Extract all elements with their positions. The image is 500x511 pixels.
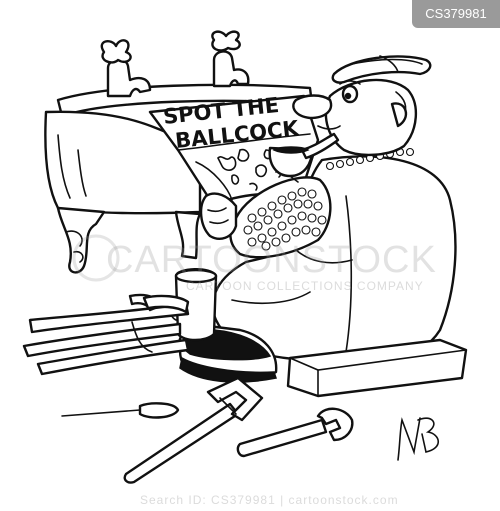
wooden-block [286, 338, 468, 398]
screwdriver-icon [61, 402, 180, 419]
watermark-search: Search ID: CS379981 | cartoonstock.com [140, 493, 399, 507]
left-tap-icon [100, 39, 152, 98]
plumber [177, 55, 457, 383]
copper-pipes [22, 293, 190, 376]
pipe-wrench-icon [123, 376, 264, 484]
artist-signature: NB [0, 0, 440, 461]
pipe-icon [268, 132, 340, 183]
watermark-small: CARTOON COLLECTIONS COMPANY [186, 279, 424, 293]
pot-icon [169, 268, 218, 342]
spanner-icon [236, 407, 354, 458]
signature-text: NB [0, 0, 2, 1]
stock-id-badge: CS379981 [412, 0, 500, 28]
watermark: CARTOONSTOCK CARTOON COLLECTIONS COMPANY… [72, 234, 437, 507]
watermark-brand: CARTOONSTOCK [106, 239, 437, 281]
right-tap-icon [211, 30, 250, 88]
